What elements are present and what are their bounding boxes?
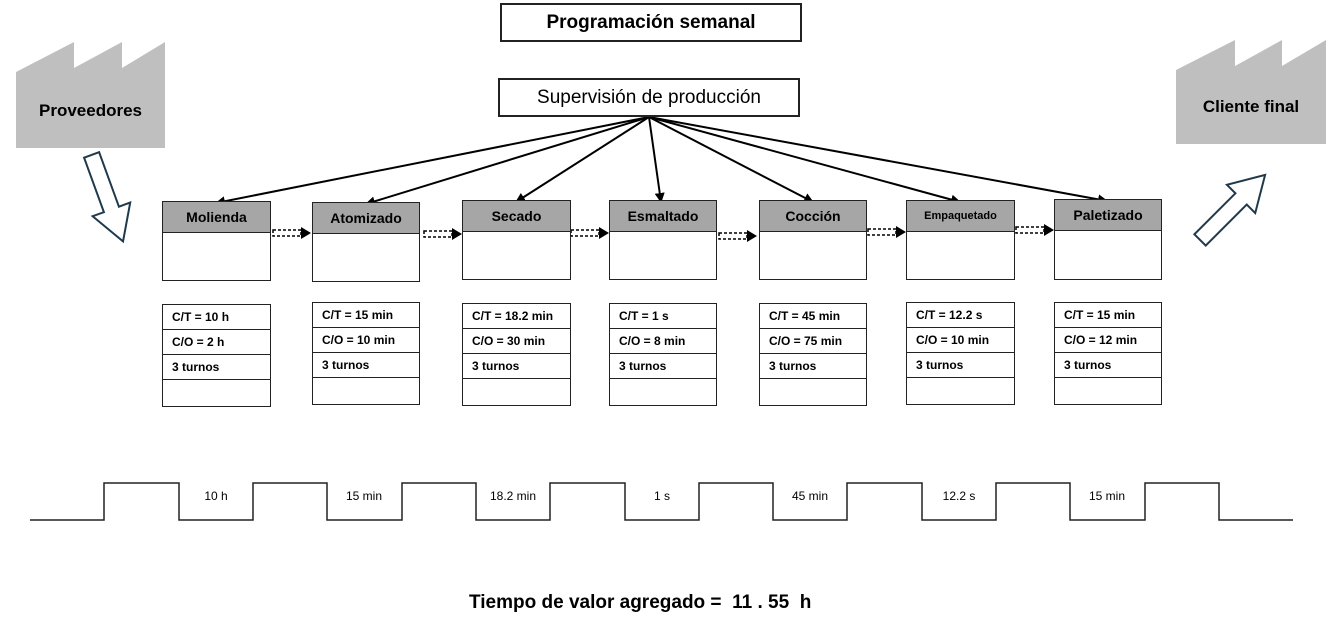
changeover-time: C/O = 75 min [760,329,866,354]
process-box-empaquetado: Empaquetado [906,200,1015,280]
data-box-paletizado: C/T = 15 min C/O = 12 min 3 turnos [1054,302,1162,405]
empty-row [907,378,1014,403]
push-arrow [1015,224,1054,236]
process-box-atomizado: Atomizado [312,202,420,282]
timeline-ladder [30,482,1293,521]
process-box-esmaltado: Esmaltado [609,200,717,280]
production-supervision-box: Supervisión de producción [498,78,800,117]
timeline-label: 10 h [204,489,228,503]
empty-row [760,379,866,404]
push-arrow [718,230,757,242]
push-arrow [272,227,311,239]
value-added-time: Tiempo de valor agregado = 11 . 55 h [469,592,812,613]
push-arrow [867,226,906,238]
changeover-time: C/O = 30 min [463,329,570,354]
weekly-schedule-label: Programación semanal [546,11,756,33]
data-box-esmaltado: C/T = 1 s C/O = 8 min 3 turnos [609,303,717,406]
shifts: 3 turnos [907,353,1014,378]
process-box-paletizado: Paletizado [1054,199,1162,280]
data-box-empaquetado: C/T = 12.2 s C/O = 10 min 3 turnos [906,302,1015,405]
data-box-atomizado: C/T = 15 min C/O = 10 min 3 turnos [312,302,420,405]
changeover-time: C/O = 12 min [1055,328,1161,353]
cycle-time: C/T = 1 s [610,304,716,329]
shifts: 3 turnos [313,353,419,378]
timeline-label: 12.2 s [942,489,976,503]
empty-row [463,379,570,404]
push-arrow [423,228,462,240]
customer-factory-icon [1176,40,1326,144]
timeline-label: 1 s [653,489,670,503]
empty-row [610,379,716,404]
shifts: 3 turnos [463,354,570,379]
empty-row [163,380,270,405]
cycle-time: C/T = 12.2 s [907,303,1014,328]
cycle-time: C/T = 15 min [313,303,419,328]
timeline-label: 45 min [791,489,829,503]
timeline-label: 15 min [1088,489,1126,503]
customer-label: Cliente final [1202,97,1300,116]
data-box-secado: C/T = 18.2 min C/O = 30 min 3 turnos [462,303,571,406]
timeline-label: 15 min [345,489,383,503]
push-arrows [272,224,1054,242]
process-name: Esmaltado [610,201,716,232]
changeover-time: C/O = 10 min [907,328,1014,353]
empty-row [1055,378,1161,403]
cycle-time: C/T = 18.2 min [463,304,570,329]
inbound-shipment-arrow [82,150,132,244]
process-name: Cocción [760,201,866,232]
data-box-coccion: C/T = 45 min C/O = 75 min 3 turnos [759,303,867,406]
empty-row [313,378,419,403]
push-arrow [570,227,609,239]
process-box-molienda: Molienda [162,201,271,281]
process-name: Secado [463,201,570,232]
supplier-label: Proveedores [39,101,142,120]
cycle-time: C/T = 15 min [1055,303,1161,328]
production-supervision-label: Supervisión de producción [537,86,761,108]
shifts: 3 turnos [1055,353,1161,378]
outbound-shipment-arrow [1192,173,1267,248]
process-name: Empaquetado [907,201,1014,232]
information-flow-lines [215,116,1108,207]
cycle-time: C/T = 45 min [760,304,866,329]
process-box-coccion: Cocción [759,200,867,280]
process-name: Paletizado [1055,200,1161,231]
supplier-factory-icon [16,42,165,148]
process-name: Atomizado [313,203,419,234]
weekly-schedule-box: Programación semanal [500,3,802,42]
data-box-molienda: C/T = 10 h C/O = 2 h 3 turnos [162,304,271,407]
shifts: 3 turnos [760,354,866,379]
changeover-time: C/O = 2 h [163,330,270,355]
timeline-label: 18.2 min [489,489,537,503]
shifts: 3 turnos [163,355,270,380]
cycle-time: C/T = 10 h [163,305,270,330]
changeover-time: C/O = 8 min [610,329,716,354]
shifts: 3 turnos [610,354,716,379]
process-box-secado: Secado [462,200,571,280]
changeover-time: C/O = 10 min [313,328,419,353]
process-name: Molienda [163,202,270,233]
